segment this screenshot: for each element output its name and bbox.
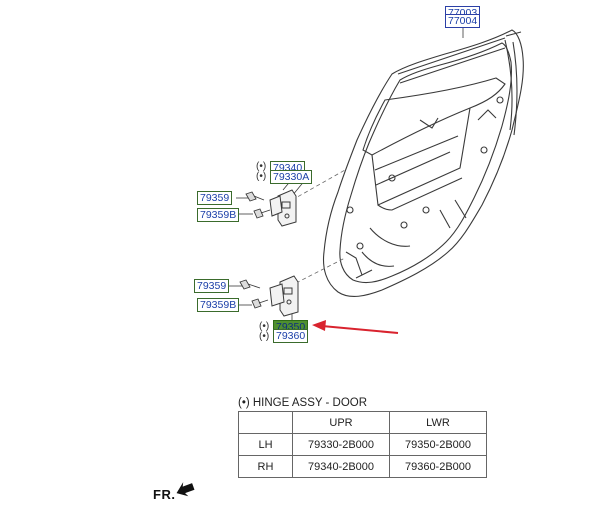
table-row: LH 79330-2B000 79350-2B000 — [238, 433, 487, 456]
mark-79350: (•) — [259, 321, 270, 332]
callout-79360: 79360 — [273, 329, 309, 343]
hinge-part-table: UPR LWR LH 79330-2B000 79350-2B000 RH 79… — [238, 411, 487, 478]
table-header-lwr: LWR — [389, 411, 487, 434]
table-cell-side: LH — [238, 433, 293, 456]
red-arrow-icon — [312, 320, 399, 334]
callout-79330a: 79330A — [270, 170, 313, 184]
table-row: RH 79340-2B000 79360-2B000 — [238, 455, 487, 478]
bolt-icon — [239, 191, 271, 309]
mark-79330a: (•) — [256, 171, 267, 182]
table-cell-side: RH — [238, 455, 293, 478]
alignment-lines — [291, 169, 346, 284]
lower-hinge-icon — [269, 275, 299, 317]
callout-77004: 77004 — [445, 14, 481, 28]
table-cell-lwr: 79350-2B000 — [389, 433, 487, 456]
table-header-blank — [238, 411, 293, 434]
table-header-upr: UPR — [292, 411, 390, 434]
table-header-row: UPR LWR — [238, 411, 487, 434]
callout-79359-lower: 79359 — [194, 279, 230, 293]
table-title: (•) HINGE ASSY - DOOR — [238, 397, 368, 409]
mark-79340: (•) — [256, 161, 267, 172]
table-cell-upr: 79340-2B000 — [292, 455, 390, 478]
mark-79360: (•) — [259, 331, 270, 342]
door-frame — [322, 29, 524, 298]
front-direction-label: FR. — [153, 487, 176, 502]
upper-hinge-icon — [269, 189, 297, 227]
callout-79359b-lower: 79359B — [197, 298, 240, 312]
table-cell-upr: 79330-2B000 — [292, 433, 390, 456]
callout-79359-upper: 79359 — [197, 191, 233, 205]
callout-79359b-upper: 79359B — [197, 208, 240, 222]
table-cell-lwr: 79360-2B000 — [389, 455, 487, 478]
front-arrow-icon — [176, 482, 195, 497]
